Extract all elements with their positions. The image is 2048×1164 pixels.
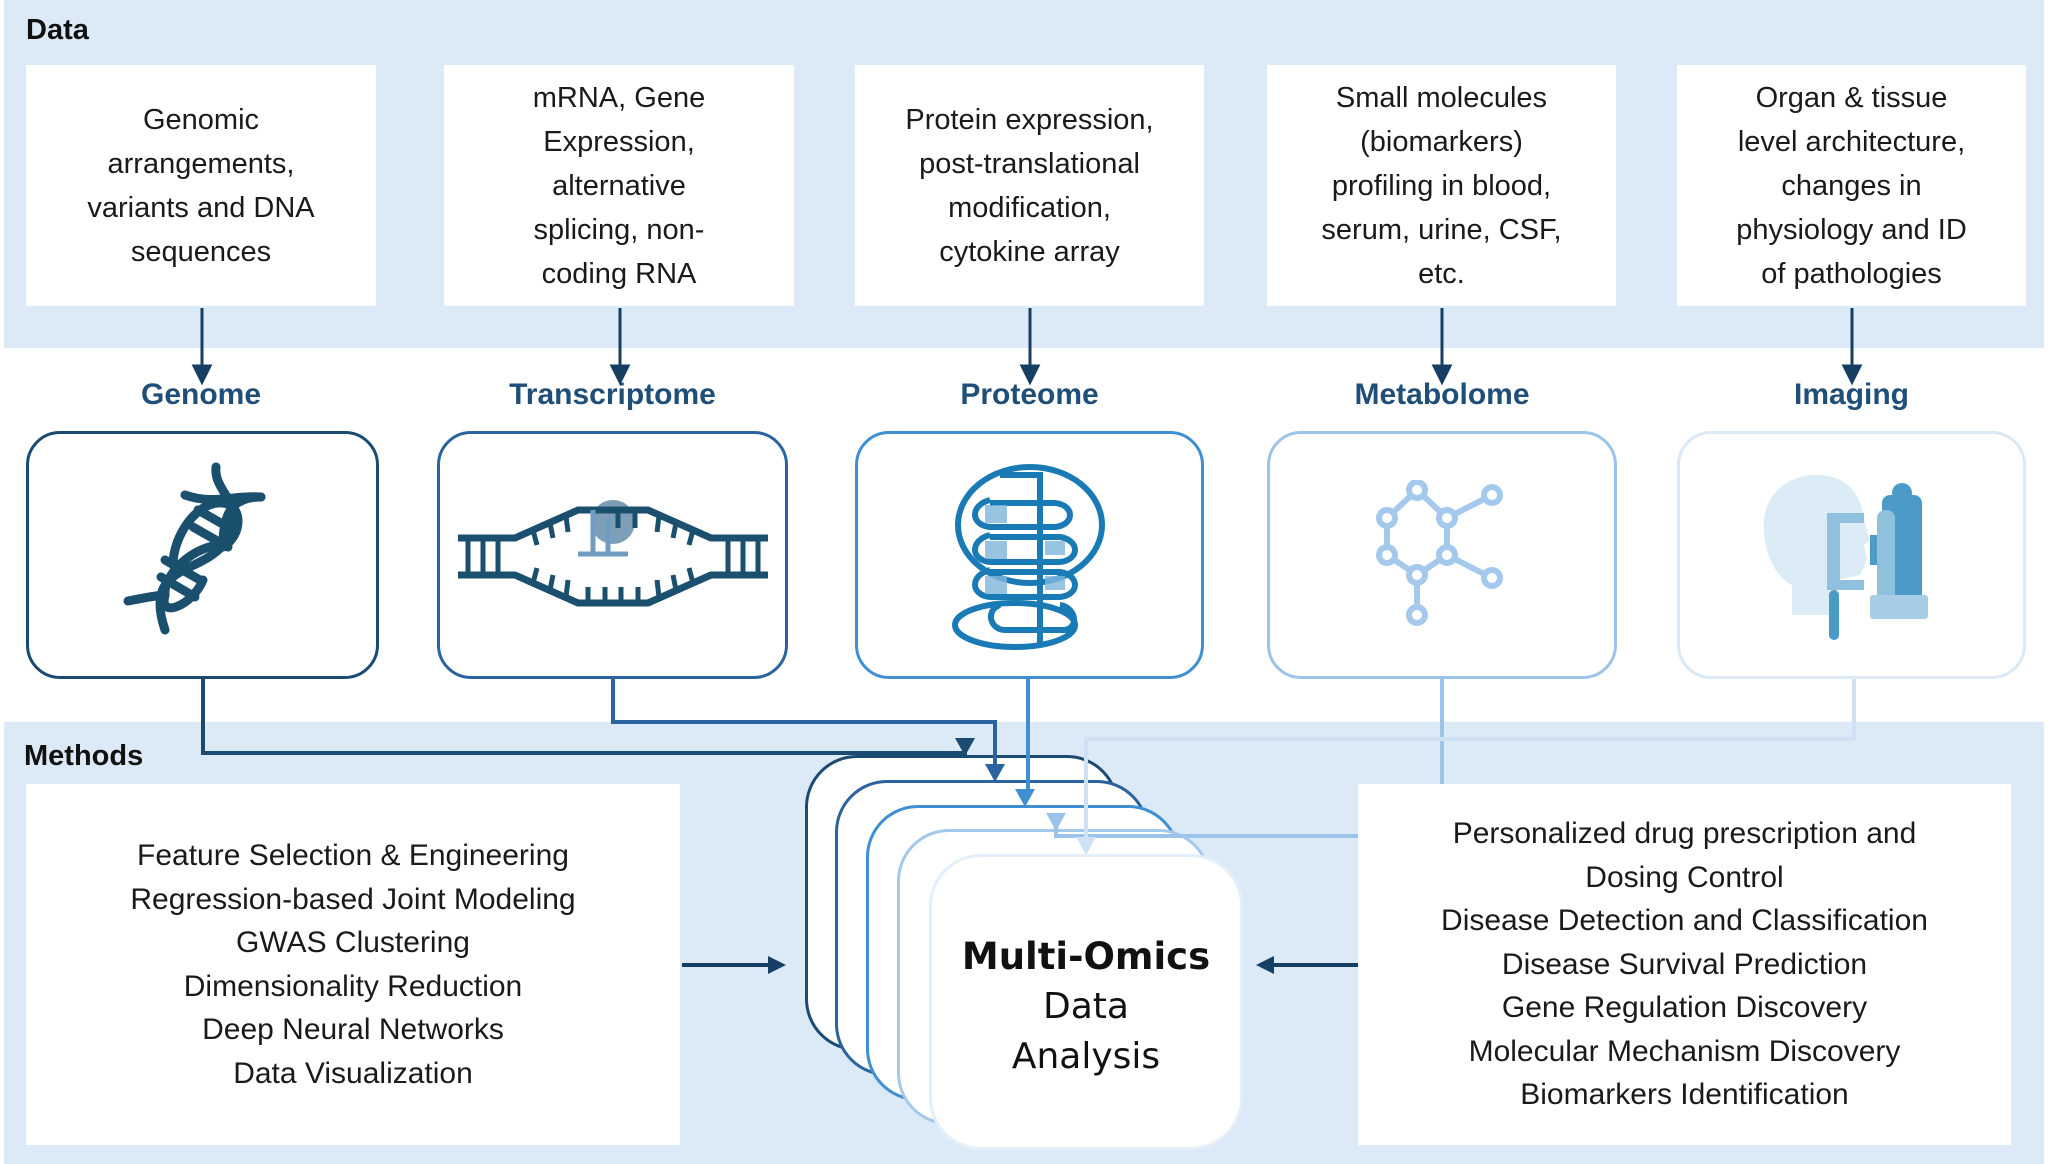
application-item: Dosing Control — [1585, 860, 1784, 894]
center-line-analysis: Analysis — [1011, 1036, 1161, 1077]
data-box-genomic: Genomic arrangements, variants and DNA s… — [26, 65, 376, 306]
omic-label-metabolome: Metabolome — [1354, 378, 1530, 411]
omic-box-proteome — [855, 431, 1204, 679]
application-item: Gene Regulation Discovery — [1501, 991, 1868, 1025]
method-item: Dimensionality Reduction — [183, 969, 523, 1003]
data-section-title: Data — [26, 14, 89, 46]
methods-section-title: Methods — [24, 740, 144, 772]
application-item: Molecular Mechanism Discovery — [1468, 1034, 1901, 1068]
data-box-imaging: Organ & tissue level architecture, chang… — [1677, 65, 2026, 306]
method-item: GWAS Clustering — [236, 926, 470, 959]
omic-label-proteome: Proteome — [960, 378, 1099, 411]
omic-box-metabolome — [1267, 431, 1617, 679]
data-box-transcriptomic: mRNA, Gene Expression, alternative splic… — [444, 65, 794, 306]
method-item: Regression-based Joint Modeling — [130, 882, 576, 916]
omic-box-imaging — [1677, 431, 2026, 679]
molecule-icon — [1376, 480, 1503, 626]
data-box-proteomic: Protein expression, post-translational m… — [855, 65, 1204, 306]
dna-helix-icon — [123, 462, 265, 635]
omic-label-imaging: Imaging — [1793, 378, 1909, 411]
multi-omics-analysis-card: Multi-Omics Data Analysis — [929, 854, 1243, 1150]
head-scanner-icon — [1763, 474, 1928, 640]
omic-box-transcriptome — [437, 431, 788, 679]
omic-label-transcriptome: Transcriptome — [509, 378, 716, 411]
omic-box-genome — [26, 431, 379, 679]
center-line-data: Data — [1043, 986, 1129, 1027]
method-item: Feature Selection & Engineering — [137, 839, 569, 872]
application-item: Personalized drug prescription and — [1452, 817, 1917, 851]
protein-structure-icon — [951, 464, 1105, 650]
application-item: Disease Detection and Classification — [1441, 904, 1928, 938]
application-item: Disease Survival Prediction — [1501, 947, 1868, 981]
method-item: Deep Neural Networks — [202, 1013, 504, 1046]
data-box-metabolomic: Small molecules (biomarkers) profiling i… — [1267, 65, 1616, 306]
applications-list-panel: Personalized drug prescription and Dosin… — [1358, 784, 2011, 1145]
application-item: Biomarkers Identification — [1520, 1078, 1849, 1112]
center-title: Multi-Omics — [961, 935, 1211, 978]
omic-label-genome: Genome — [140, 378, 262, 411]
method-item: Data Visualization — [233, 1056, 473, 1090]
methods-list-panel: Feature Selection & Engineering Regressi… — [26, 784, 680, 1145]
rna-transcription-icon — [457, 500, 768, 607]
